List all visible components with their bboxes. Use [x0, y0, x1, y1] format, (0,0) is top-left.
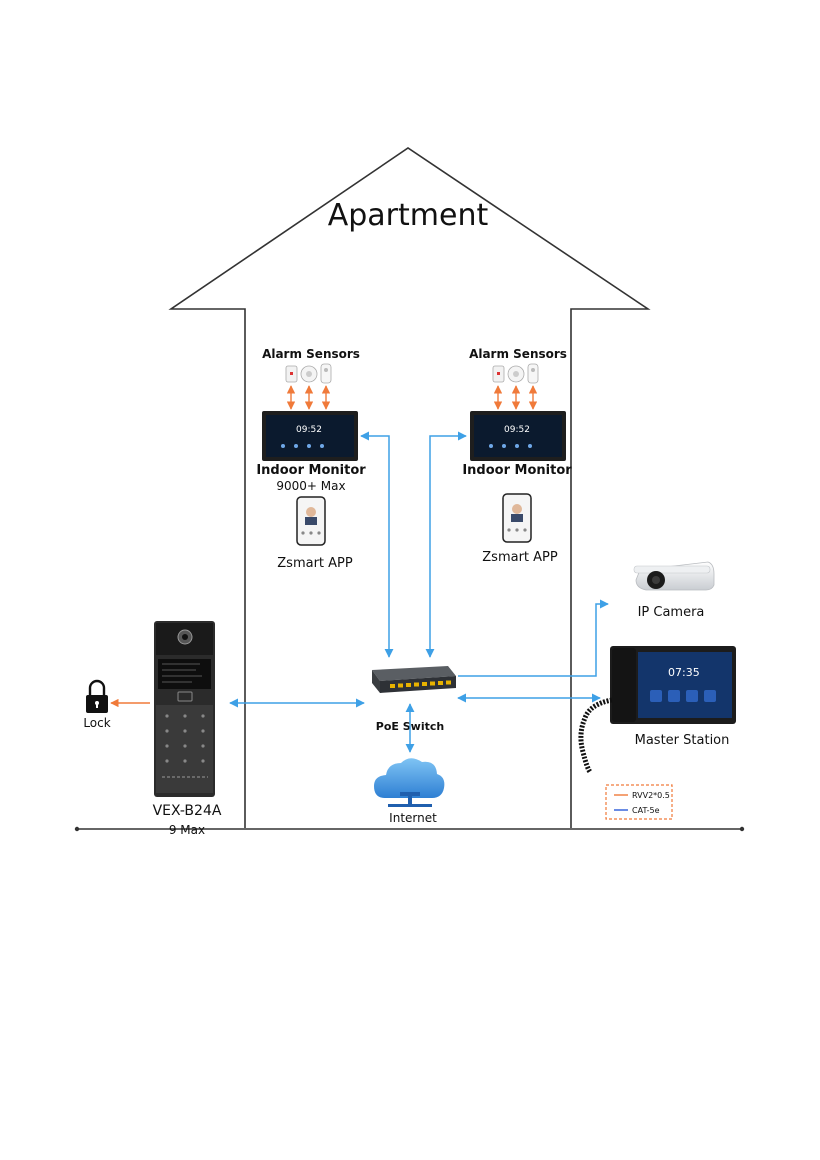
- left-monitor-clock: 09:52: [296, 425, 322, 435]
- internet-cloud-icon: [374, 758, 444, 807]
- right-monitor-group: Alarm Sensors 09:52 Indoor Monitor: [462, 347, 572, 565]
- left-sensor-wires: [291, 386, 326, 409]
- left-indoor-monitor-label: Indoor Monitor: [256, 463, 366, 478]
- right-alarm-sensors-label: Alarm Sensors: [469, 347, 567, 361]
- right-zsmart-app-label: Zsmart APP: [482, 550, 558, 565]
- pir-sensor-icon: [321, 364, 331, 383]
- master-station-clock: 07:35: [668, 666, 700, 679]
- left-monitor-group: Alarm Sensors 09:52 Indoor Monitor 9000+…: [256, 347, 366, 571]
- right-indoor-monitor-label: Indoor Monitor: [462, 463, 572, 478]
- left-phone-icon: [297, 497, 325, 545]
- ground-end-dot: [75, 827, 79, 831]
- legend-label-rvv: RVV2*0.5: [632, 791, 670, 800]
- master-station-label: Master Station: [635, 733, 730, 748]
- door-station-label: VEX-B24A: [153, 803, 222, 819]
- right-sensor-wires: [498, 386, 533, 409]
- internet-label: Internet: [389, 811, 437, 825]
- diagram-title: Apartment: [328, 198, 489, 233]
- legend-label-cat5e: CAT-5e: [632, 806, 660, 815]
- right-sensor-icons: [493, 364, 538, 383]
- pir-sensor-icon: [528, 364, 538, 383]
- right-indoor-monitor-device: 09:52: [470, 411, 566, 461]
- ip-camera-label: IP Camera: [638, 605, 705, 620]
- ground-end-dot: [740, 827, 744, 831]
- lock-icon: [86, 681, 108, 713]
- door-station-model: 9 Max: [169, 823, 205, 837]
- right-monitor-link: [430, 436, 466, 657]
- left-indoor-monitor-device: 09:52: [262, 411, 358, 461]
- ip-camera-device: [634, 562, 714, 590]
- right-phone-icon: [503, 494, 531, 542]
- lock-label: Lock: [83, 716, 110, 730]
- wire-legend: RVV2*0.5 CAT-5e: [606, 785, 672, 819]
- right-monitor-clock: 09:52: [504, 425, 530, 435]
- left-alarm-sensors-label: Alarm Sensors: [262, 347, 360, 361]
- ip-camera-link: [458, 604, 608, 676]
- left-sensor-icons: [286, 364, 331, 383]
- left-indoor-monitor-model: 9000+ Max: [276, 479, 345, 493]
- left-zsmart-app-label: Zsmart APP: [277, 556, 353, 571]
- master-station-device: 07:35: [581, 646, 736, 772]
- poe-switch-device: [372, 666, 456, 693]
- door-station-device: [154, 621, 215, 797]
